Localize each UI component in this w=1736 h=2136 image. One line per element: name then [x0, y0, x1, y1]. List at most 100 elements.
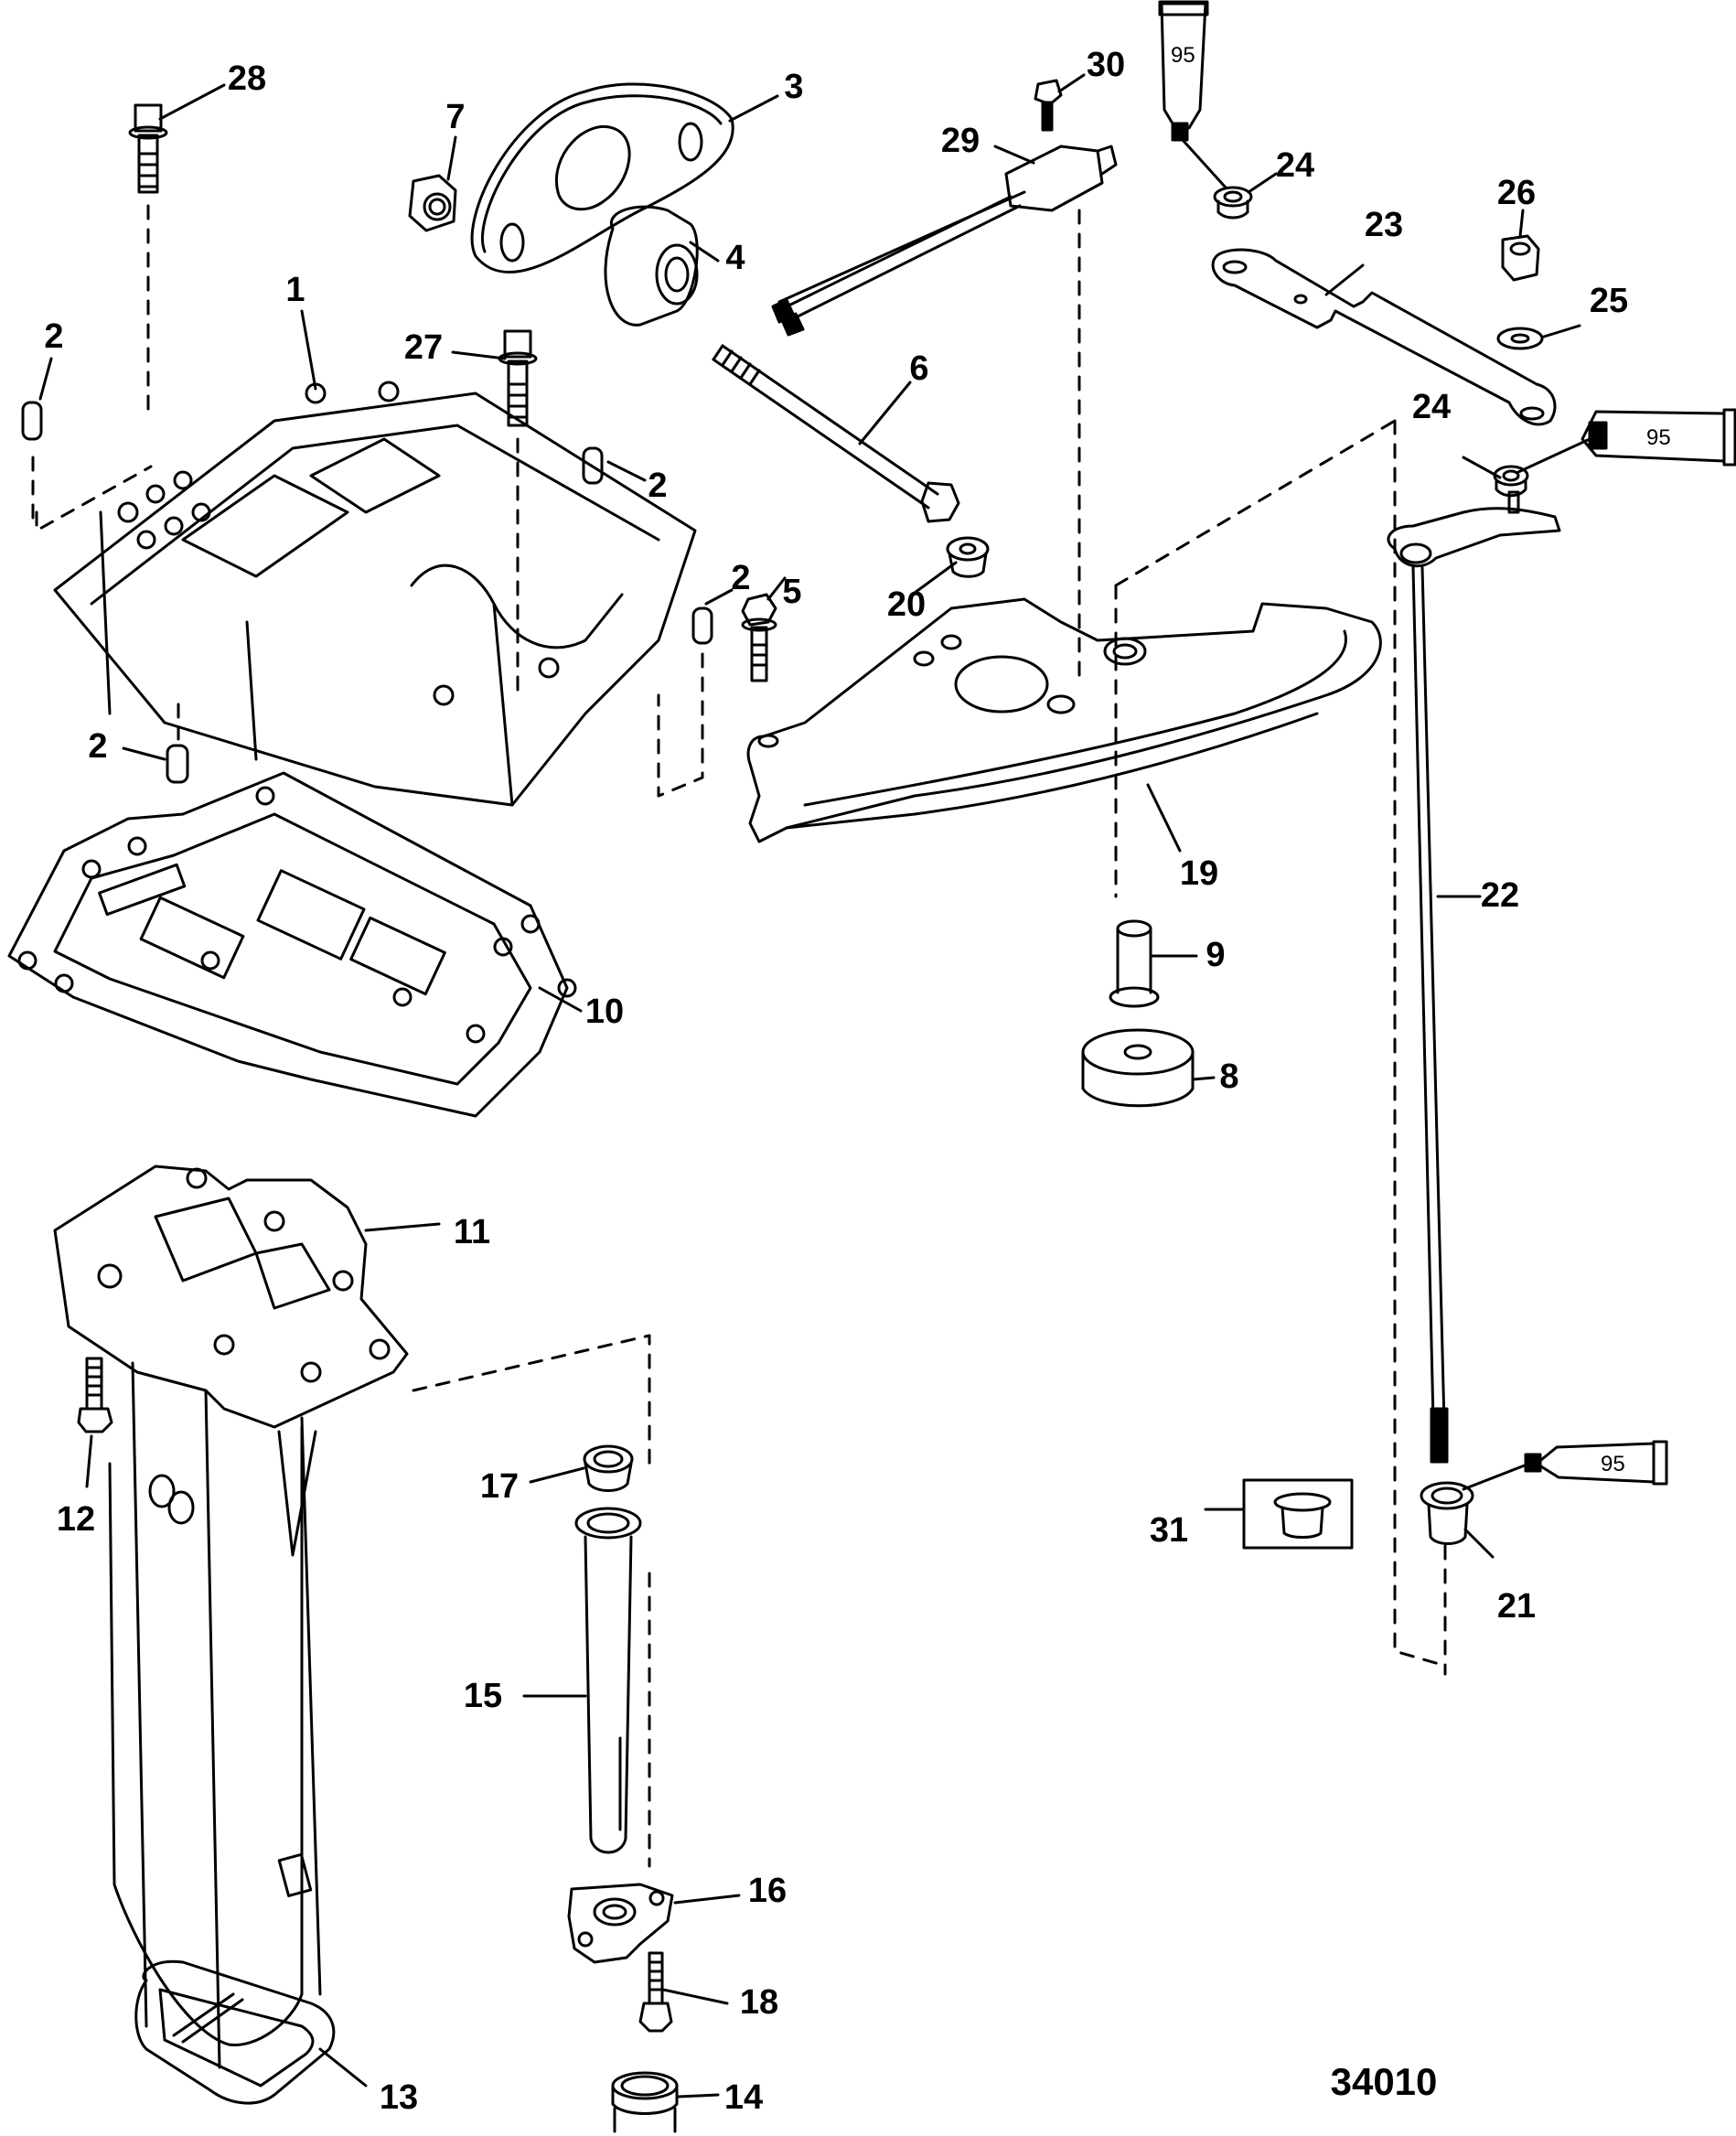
callout-24[interactable]: 24 — [1411, 388, 1452, 426]
shift-shaft-22-icon[interactable] — [1387, 490, 1561, 1464]
leader-4 — [689, 241, 720, 263]
cover-19-icon[interactable] — [746, 597, 1382, 843]
driveshaft-housing-11-icon[interactable] — [53, 1165, 409, 2069]
callout-2[interactable]: 2 — [44, 317, 64, 356]
dowel-pin-2b-icon[interactable] — [582, 446, 604, 485]
callout-3[interactable]: 3 — [784, 68, 804, 106]
gasket-10-icon[interactable] — [7, 771, 577, 1118]
callout-14[interactable]: 14 — [723, 2078, 764, 2117]
callout-5[interactable]: 5 — [782, 573, 802, 611]
seal-13-icon[interactable] — [134, 1959, 336, 2105]
leader-2c — [704, 588, 734, 606]
leader-20 — [913, 561, 958, 595]
callout-17[interactable]: 17 — [479, 1467, 520, 1506]
dashed-guide-1-left — [35, 465, 153, 532]
bushing-21-icon[interactable] — [1420, 1481, 1474, 1545]
mount-bushing-8-icon[interactable] — [1081, 1028, 1195, 1108]
callout-1[interactable]: 1 — [285, 271, 305, 309]
callout-23[interactable]: 23 — [1364, 206, 1404, 244]
dowel-pin-2d-icon[interactable] — [166, 744, 189, 784]
through-bolt-6-icon[interactable] — [712, 344, 960, 523]
screw-30-icon[interactable] — [1034, 79, 1063, 132]
callout-24[interactable]: 24 — [1275, 146, 1315, 185]
lubricant-tube-icon: 95 — [1581, 408, 1736, 467]
dashed-guide-22 — [1393, 419, 1444, 1667]
dowel-pin-2a-icon[interactable] — [21, 401, 43, 441]
callout-7[interactable]: 7 — [445, 98, 466, 136]
nut-7-icon[interactable] — [408, 174, 457, 232]
callout-29[interactable]: 29 — [940, 122, 981, 160]
callout-10[interactable]: 10 — [584, 993, 625, 1031]
figure-number: 34010 — [1330, 2060, 1438, 2103]
bolt-28-icon[interactable] — [128, 103, 168, 194]
callout-20[interactable]: 20 — [886, 585, 927, 624]
bolt-12-icon[interactable] — [77, 1357, 113, 1433]
leader-tube-21 — [1462, 1462, 1531, 1491]
adapter-plate-1-icon[interactable] — [53, 381, 697, 807]
callout-4[interactable]: 4 — [725, 239, 745, 277]
dashed-guide-19-22 — [1114, 419, 1397, 587]
switch-29-icon[interactable] — [771, 145, 1118, 337]
lubricant-tube-icon: 95 — [1158, 0, 1209, 142]
bushing-kit-31-icon[interactable] — [1242, 1478, 1354, 1550]
leader-12 — [85, 1434, 93, 1488]
callout-16[interactable]: 16 — [747, 1872, 788, 1910]
water-tube-holder-16-icon[interactable] — [567, 1883, 674, 1964]
callout-8[interactable]: 8 — [1219, 1057, 1239, 1096]
grommet-17-icon[interactable] — [583, 1444, 634, 1492]
callout-6[interactable]: 6 — [909, 349, 929, 388]
leader-14 — [677, 2093, 720, 2098]
callout-30[interactable]: 30 — [1086, 46, 1126, 84]
leader-2a — [38, 357, 53, 401]
callout-2[interactable]: 2 — [648, 467, 668, 505]
leader-tube-24a — [1181, 138, 1227, 189]
bushing-24a-icon[interactable] — [1213, 186, 1253, 220]
sleeve-9-icon[interactable] — [1109, 919, 1160, 1008]
callout-25[interactable]: 25 — [1589, 282, 1629, 320]
dowel-pin-2c-icon[interactable] — [691, 606, 713, 645]
washer-25-icon[interactable] — [1496, 327, 1544, 350]
leader-5 — [766, 576, 787, 601]
callout-31[interactable]: 31 — [1149, 1511, 1189, 1550]
leader-8 — [1191, 1076, 1216, 1081]
grommet-14-icon[interactable] — [611, 2071, 679, 2133]
tube-label-95: 95 — [1646, 425, 1671, 450]
callout-9[interactable]: 9 — [1206, 936, 1226, 974]
leader-7 — [446, 135, 457, 181]
tube-label-95: 95 — [1171, 43, 1195, 68]
mount-4-icon[interactable] — [604, 205, 699, 327]
leader-25 — [1542, 324, 1581, 338]
leader-24b — [1462, 456, 1502, 479]
callout-13[interactable]: 13 — [379, 2078, 419, 2117]
leader-29 — [993, 145, 1035, 165]
dashed-guide-2c — [657, 652, 704, 798]
callout-28[interactable]: 28 — [227, 59, 267, 98]
callout-2[interactable]: 2 — [88, 727, 108, 766]
screw-18-icon[interactable] — [638, 1951, 673, 2033]
water-tube-15-icon[interactable] — [574, 1507, 642, 1854]
leader-2d — [122, 746, 166, 761]
leader-11 — [364, 1222, 441, 1232]
lubricant-tube-icon: 95 — [1524, 1440, 1668, 1486]
link-arm-23-icon[interactable] — [1211, 248, 1557, 426]
leader-18 — [661, 1988, 729, 2005]
tube-label-95: 95 — [1601, 1452, 1625, 1476]
callout-15[interactable]: 15 — [463, 1677, 503, 1715]
callout-12[interactable]: 12 — [56, 1500, 96, 1539]
callout-21[interactable]: 21 — [1496, 1587, 1537, 1626]
callout-19[interactable]: 19 — [1179, 854, 1219, 893]
bolt-5-icon[interactable] — [741, 593, 777, 682]
leader-26 — [1518, 209, 1525, 238]
grommet-20-icon[interactable] — [946, 536, 990, 578]
callout-2[interactable]: 2 — [731, 559, 751, 597]
callout-11[interactable]: 11 — [453, 1213, 491, 1251]
callout-26[interactable]: 26 — [1496, 174, 1537, 212]
callout-27[interactable]: 27 — [403, 328, 444, 367]
callout-18[interactable]: 18 — [739, 1983, 779, 2022]
leader-3 — [728, 94, 779, 123]
leader-1 — [300, 309, 317, 391]
callout-22[interactable]: 22 — [1480, 876, 1520, 915]
leader-17 — [529, 1466, 585, 1484]
nut-26-icon[interactable] — [1501, 234, 1540, 282]
leader-27 — [451, 350, 507, 360]
